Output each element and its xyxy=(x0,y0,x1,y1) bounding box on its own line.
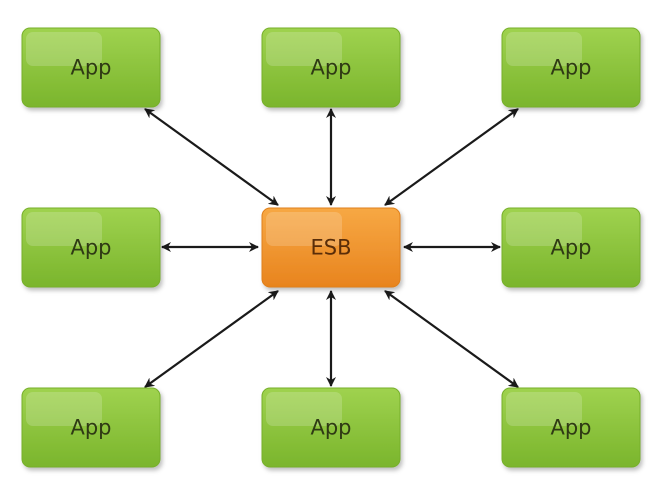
app-top-center-node: App xyxy=(261,27,401,108)
app-bottom-left-node: App xyxy=(21,387,161,468)
app-top-left-label: App xyxy=(70,56,111,80)
app-bottom-center-box xyxy=(261,387,401,468)
app-bottom-left-box xyxy=(21,387,161,468)
esb-box xyxy=(261,207,401,288)
app-top-left-node: App xyxy=(21,27,161,108)
app-bottom-right-label: App xyxy=(550,416,591,440)
gloss-highlight xyxy=(506,392,582,426)
app-middle-left-node: App xyxy=(21,207,161,288)
gloss-highlight xyxy=(266,392,342,426)
arrow-esb-to-app-bottom-right xyxy=(384,290,519,388)
app-middle-right-node: App xyxy=(501,207,641,288)
esb-node: ESB xyxy=(261,207,401,288)
app-top-right-label: App xyxy=(550,56,591,80)
gloss-highlight xyxy=(266,32,342,66)
gloss-highlight xyxy=(506,212,582,246)
arrow-esb-to-app-bottom-left xyxy=(144,290,279,388)
app-top-right-node: App xyxy=(501,27,641,108)
app-middle-right-box xyxy=(501,207,641,288)
gloss-highlight xyxy=(26,392,102,426)
app-top-left-box xyxy=(21,27,161,108)
arrow-esb-to-app-top-left xyxy=(144,108,279,206)
app-middle-left-label: App xyxy=(70,236,111,260)
app-bottom-center-label: App xyxy=(310,416,351,440)
app-bottom-right-node: App xyxy=(501,387,641,468)
app-top-center-label: App xyxy=(310,56,351,80)
app-middle-right-label: App xyxy=(550,236,591,260)
app-top-right-box xyxy=(501,27,641,108)
gloss-highlight xyxy=(506,32,582,66)
app-top-center-box xyxy=(261,27,401,108)
app-bottom-left-label: App xyxy=(70,416,111,440)
esb-label: ESB xyxy=(310,236,351,260)
gloss-highlight xyxy=(26,212,102,246)
app-bottom-right-box xyxy=(501,387,641,468)
gloss-highlight xyxy=(266,212,342,246)
app-bottom-center-node: App xyxy=(261,387,401,468)
gloss-highlight xyxy=(26,32,102,66)
arrow-esb-to-app-top-right xyxy=(384,108,519,206)
app-middle-left-box xyxy=(21,207,161,288)
